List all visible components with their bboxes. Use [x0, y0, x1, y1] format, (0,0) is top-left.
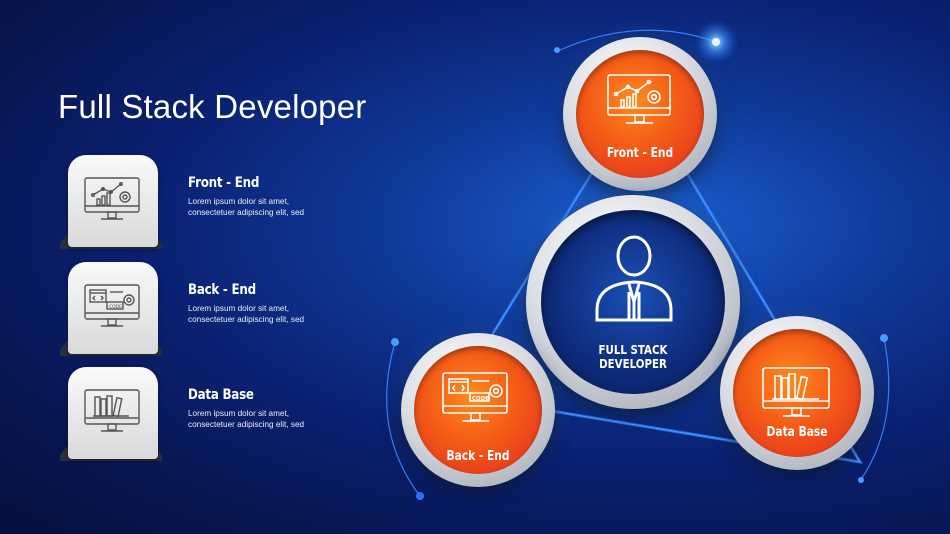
- monitor-chart-gear-icon: [84, 177, 140, 220]
- front-end-node: Front - End: [563, 37, 717, 191]
- monitor-code-gear-icon: CODE: [442, 372, 508, 422]
- page-title: Full Stack Developer: [58, 88, 367, 125]
- card: [60, 367, 162, 467]
- list-item-back-end: CODE Back - End Lorem ipsum dolor sit am…: [60, 262, 320, 362]
- card: CODE: [60, 262, 162, 362]
- svg-text:CODE: CODE: [472, 396, 489, 402]
- item-title: Front - End: [188, 175, 260, 191]
- item-description: Lorem ipsum dolor sit amet, consectetuer…: [188, 197, 305, 217]
- center-label-line1: FULL STACK: [598, 342, 668, 357]
- item-title: Data Base: [188, 387, 254, 403]
- monitor-books-icon: [84, 389, 140, 432]
- list-item-data-base: Data Base Lorem ipsum dolor sit amet, co…: [60, 367, 320, 467]
- list-item-front-end: Front - End Lorem ipsum dolor sit amet, …: [60, 155, 320, 255]
- item-description: Lorem ipsum dolor sit amet, consectetuer…: [188, 304, 305, 324]
- svg-text:CODE: CODE: [109, 304, 122, 310]
- monitor-code-gear-icon: CODE: [84, 284, 140, 327]
- full-stack-developer-node: FULL STACK DEVELOPER: [526, 195, 740, 409]
- monitor-chart-gear-icon: [607, 74, 671, 124]
- monitor-books-icon: [762, 367, 830, 417]
- person-icon: [595, 235, 673, 322]
- data-base-node-label: Data Base: [766, 425, 828, 440]
- center-label: FULL STACK DEVELOPER: [558, 343, 709, 371]
- item-description: Lorem ipsum dolor sit amet, consectetuer…: [188, 409, 305, 429]
- card: [60, 155, 162, 255]
- front-end-node-label: Front - End: [606, 146, 674, 161]
- data-base-node: Data Base: [720, 316, 874, 470]
- center-label-line2: DEVELOPER: [599, 356, 667, 371]
- back-end-node-label: Back - End: [446, 449, 510, 464]
- back-end-node: CODE Back - End: [401, 333, 555, 487]
- item-title: Back - End: [188, 282, 256, 298]
